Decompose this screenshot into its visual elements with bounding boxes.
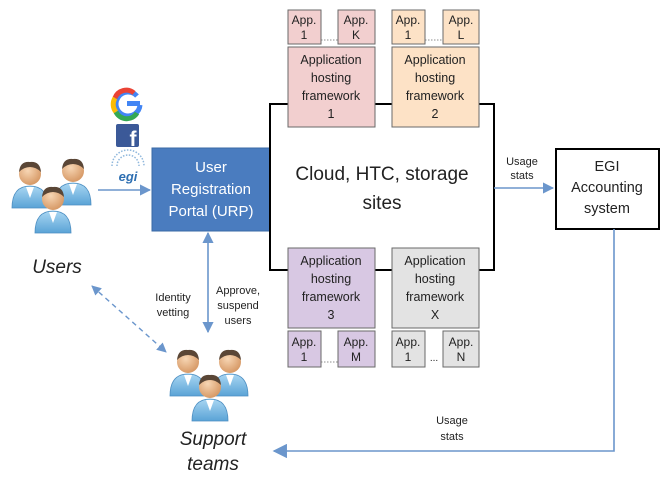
svg-text:1: 1	[301, 28, 308, 42]
svg-text:hosting: hosting	[415, 272, 455, 286]
svg-text:Application: Application	[404, 254, 465, 268]
svg-text:framework: framework	[406, 89, 465, 103]
svg-text:X: X	[431, 308, 440, 322]
cloud-sites-label-1: Cloud, HTC, storage	[295, 164, 468, 185]
framework-x: Application hosting framework X App. 1 .…	[391, 247, 480, 368]
svg-text:framework: framework	[302, 89, 361, 103]
svg-text:Accounting: Accounting	[571, 180, 643, 196]
support-teams-label-2: teams	[187, 454, 239, 475]
svg-text:hosting: hosting	[311, 272, 351, 286]
svg-text:App.: App.	[292, 13, 317, 27]
svg-text:egi: egi	[119, 169, 138, 184]
svg-text:framework: framework	[406, 290, 465, 304]
svg-text:3: 3	[328, 308, 335, 322]
svg-text:App.: App.	[449, 13, 474, 27]
accounting-box: EGI Accounting system	[555, 148, 660, 230]
cloud-sites-label-2: sites	[362, 193, 401, 214]
svg-text:vetting: vetting	[157, 307, 189, 319]
svg-text:K: K	[352, 28, 360, 42]
urp-box: User Registration Portal (URP)	[151, 147, 271, 232]
framework-2: App. 1 App. L Application hosting framew…	[391, 9, 480, 128]
svg-text:App.: App.	[344, 13, 369, 27]
facebook-icon: f	[116, 124, 139, 151]
svg-text:Application: Application	[300, 53, 361, 67]
svg-text:f: f	[130, 128, 138, 151]
svg-text:Application: Application	[404, 53, 465, 67]
svg-text:M: M	[351, 350, 361, 364]
svg-text:Approve,: Approve,	[216, 285, 260, 297]
svg-text:User: User	[195, 159, 227, 176]
svg-text:1: 1	[301, 350, 308, 364]
svg-text:2: 2	[432, 107, 439, 121]
svg-text:L: L	[458, 28, 465, 42]
egi-icon: egi	[111, 149, 145, 184]
svg-text:Application: Application	[300, 254, 361, 268]
users-label: Users	[32, 257, 82, 278]
svg-text:App.: App.	[449, 335, 474, 349]
svg-text:Registration: Registration	[171, 181, 251, 198]
svg-text:App.: App.	[396, 335, 421, 349]
svg-text:1: 1	[328, 107, 335, 121]
identity-vetting-arrow	[91, 285, 167, 353]
svg-text:hosting: hosting	[311, 71, 351, 85]
framework-3: Application hosting framework 3 App. 1 A…	[287, 247, 376, 368]
svg-text:App.: App.	[344, 335, 369, 349]
google-icon	[110, 87, 143, 122]
usage-stats-arrow-bottom	[272, 229, 615, 459]
svg-text:App.: App.	[292, 335, 317, 349]
svg-text:EGI: EGI	[595, 159, 620, 175]
svg-text:1: 1	[405, 350, 412, 364]
svg-text:suspend: suspend	[217, 300, 259, 312]
support-teams-icon	[169, 349, 249, 422]
svg-text:N: N	[457, 350, 466, 364]
svg-text:App.: App.	[396, 13, 421, 27]
svg-text:users: users	[225, 315, 252, 327]
svg-text:hosting: hosting	[415, 71, 455, 85]
svg-text:Identity: Identity	[155, 292, 191, 304]
svg-text:system: system	[584, 201, 630, 217]
svg-text:Usage: Usage	[436, 415, 468, 427]
svg-text:Portal (URP): Portal (URP)	[168, 203, 253, 220]
support-teams-label-1: Support	[180, 429, 247, 450]
users-icon	[11, 158, 92, 234]
cloud-sites-box	[269, 103, 495, 271]
svg-text:1: 1	[405, 28, 412, 42]
app-separator: ...	[430, 353, 438, 364]
framework-1: App. 1 App. K Application hosting framew…	[287, 9, 376, 128]
svg-text:stats: stats	[510, 170, 534, 182]
svg-text:stats: stats	[440, 431, 464, 443]
svg-text:Usage: Usage	[506, 156, 538, 168]
svg-text:framework: framework	[302, 290, 361, 304]
